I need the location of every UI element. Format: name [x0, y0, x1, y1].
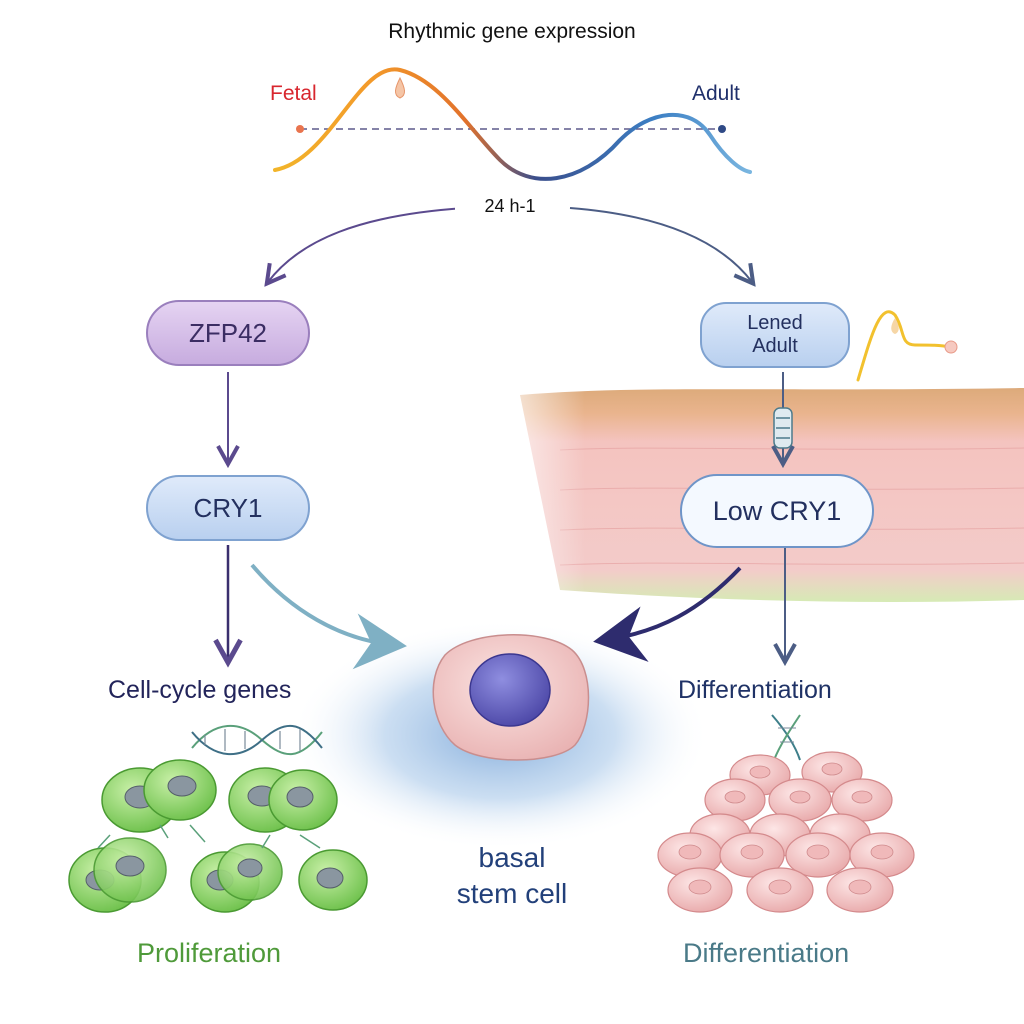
denied-adult-line1: Lened	[747, 312, 803, 334]
membrane-channel-icon	[773, 407, 793, 449]
denied-adult-node: Lened Adult	[700, 302, 850, 368]
cry1-label: CRY1	[193, 492, 263, 523]
low-cry1-node: Low CRY1	[680, 474, 874, 548]
stem-cell-label-line1: basal	[478, 842, 546, 873]
adult-label: Adult	[692, 82, 740, 105]
dna-helix-icon-right	[771, 714, 801, 761]
proliferation-label: Proliferation	[137, 938, 282, 968]
diagram-title: Rhythmic gene expression	[388, 20, 636, 43]
arrow-to-denied-adult	[569, 207, 752, 282]
low-cry1-label: Low CRY1	[712, 495, 842, 526]
denied-adult-line2: Adult	[752, 335, 798, 357]
zfp42-label: ZFP42	[188, 317, 268, 348]
zfp42-node: ZFP42	[146, 300, 310, 366]
dna-helix-icon	[191, 725, 323, 755]
fetal-label: Fetal	[270, 82, 317, 105]
stem-cell-label-line2: stem cell	[456, 878, 568, 909]
green-cell-icon	[68, 759, 368, 913]
arrow-lowcry1-to-stemcell	[593, 566, 742, 662]
period-label: 24 h-1	[455, 196, 565, 217]
differentiation-label-upper: Differentiation	[678, 676, 832, 704]
arrow-to-zfp42	[268, 207, 466, 282]
mini-oscillation-icon	[856, 310, 958, 382]
stem-cell-icon	[432, 634, 590, 761]
arrow-cry1-to-stemcell	[250, 563, 407, 670]
differentiation-cell-cluster	[657, 751, 915, 913]
cell-cycle-genes-label: Cell-cycle genes	[108, 676, 292, 704]
oscillation-curve-icon	[273, 67, 752, 181]
cry1-node: CRY1	[146, 475, 310, 541]
proliferation-cell-cluster	[68, 759, 368, 913]
differentiation-label-lower: Differentiation	[683, 938, 850, 968]
